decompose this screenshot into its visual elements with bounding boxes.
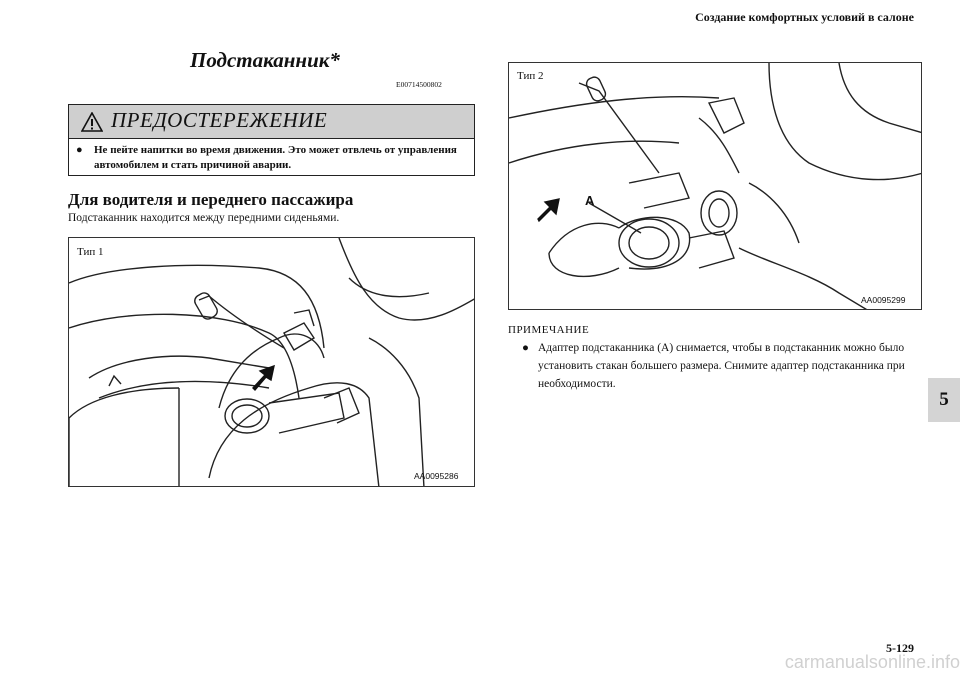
- section-title: Подстаканник*: [190, 48, 340, 72]
- figure-code: AA0095299: [861, 295, 906, 305]
- note-heading: ПРИМЕЧАНИЕ: [508, 324, 590, 336]
- note-item: ● Адаптер подстаканника (A) снимается, ч…: [522, 339, 922, 393]
- page-number: 5-129: [886, 641, 914, 655]
- subsection-text: Подстаканник находится между передними с…: [68, 212, 340, 224]
- bullet-icon: ●: [522, 342, 529, 354]
- figure-type1: Тип 1 AA0095286: [68, 237, 475, 487]
- bullet-icon: ●: [76, 144, 83, 156]
- chapter-tab: 5: [928, 378, 960, 422]
- warning-text: Не пейте напитки во время движения. Это …: [94, 144, 457, 171]
- running-header: Создание комфортных условий в салоне: [695, 10, 914, 24]
- subsection-title: Для водителя и переднего пассажира: [68, 190, 354, 209]
- warning-box: ПРЕДОСТЕРЕЖЕНИЕ ● Не пейте напитки во вр…: [68, 104, 475, 176]
- warning-item: ● Не пейте напитки во время движения. Эт…: [76, 143, 468, 173]
- note-text: Адаптер подстаканника (A) снимается, что…: [538, 342, 905, 390]
- section-code: E00714500802: [396, 80, 442, 89]
- figure-label: Тип 1: [77, 246, 104, 258]
- figure-code: AA0095286: [414, 471, 459, 481]
- callout-a-label: A: [585, 193, 595, 208]
- watermark: carmanualsonline.info: [784, 652, 960, 672]
- figure-type2: A Тип 2 AA0095299: [508, 62, 922, 310]
- warning-triangle-icon: [81, 112, 103, 132]
- warning-header: ПРЕДОСТЕРЕЖЕНИЕ: [69, 105, 474, 139]
- figure-label: Тип 2: [517, 70, 544, 82]
- cupholder-type2-illustration: A: [509, 63, 921, 309]
- cupholder-type1-illustration: [69, 238, 474, 486]
- warning-title: ПРЕДОСТЕРЕЖЕНИЕ: [111, 108, 328, 132]
